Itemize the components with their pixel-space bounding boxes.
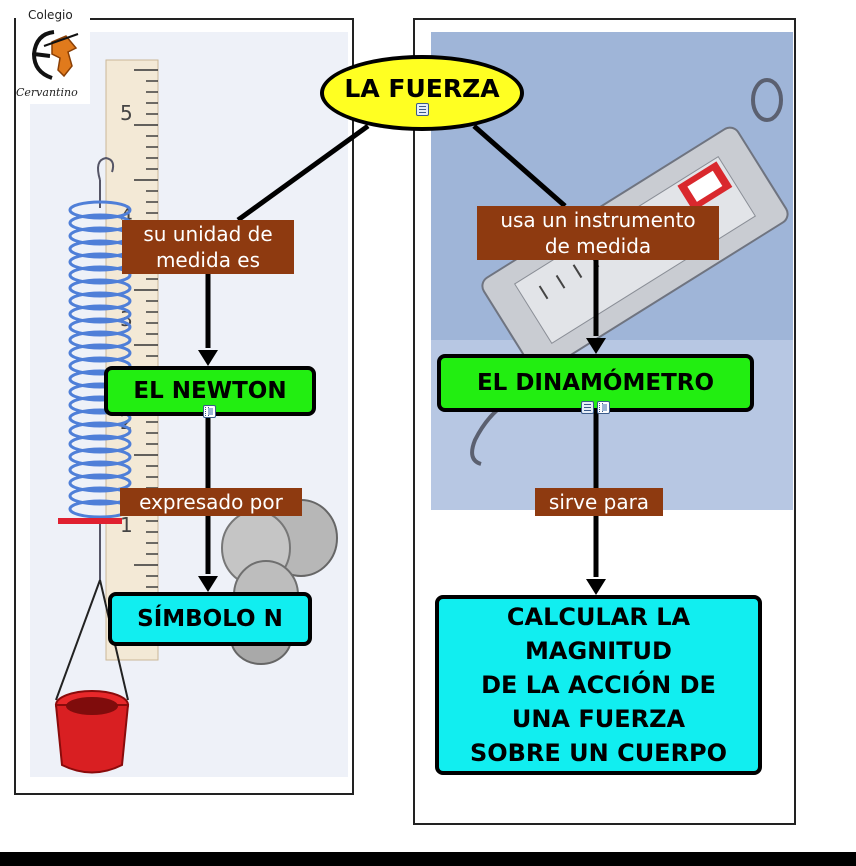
knight-horse-icon [31,30,79,80]
school-logo: Colegio Cervantino [16,8,90,104]
link-su-unidad-de-medida: su unidad de medida es [122,220,294,274]
concept-el-dinamometro[interactable]: EL DINAMÓMETRO [437,354,754,412]
concept-el-dinamometro-label: EL DINAMÓMETRO [476,370,715,396]
film-icon[interactable] [597,401,610,414]
concept-calcular-magnitud-label: CALCULAR LA MAGNITUD DE LA ACCIÓN DE UNA… [469,603,728,767]
concept-simbolo-n-label: SÍMBOLO N [137,606,283,632]
film-icon[interactable] [203,405,216,418]
ruler-tick-label: 5 [120,101,133,125]
link-usa-un-instrumento: usa un instrumento de medida [477,206,719,260]
concept-calcular-magnitud[interactable]: CALCULAR LA MAGNITUD DE LA ACCIÓN DE UNA… [435,595,762,775]
concept-la-fuerza[interactable]: LA FUERZA [320,55,524,131]
bottom-bar [0,852,856,866]
concept-simbolo-n[interactable]: SÍMBOLO N [108,592,312,646]
logo-top-text: Colegio [28,8,73,22]
logo-bottom-text: Cervantino [16,86,78,99]
link-expresado-por: expresado por [120,488,302,516]
ruler-tick-label: 1 [120,513,133,537]
concept-la-fuerza-label: LA FUERZA [344,73,500,103]
red-cup [54,690,130,774]
document-icon[interactable] [581,401,594,414]
concept-el-newton-label: EL NEWTON [133,378,287,404]
link-sirve-para: sirve para [535,488,663,516]
document-icon[interactable] [416,103,429,116]
